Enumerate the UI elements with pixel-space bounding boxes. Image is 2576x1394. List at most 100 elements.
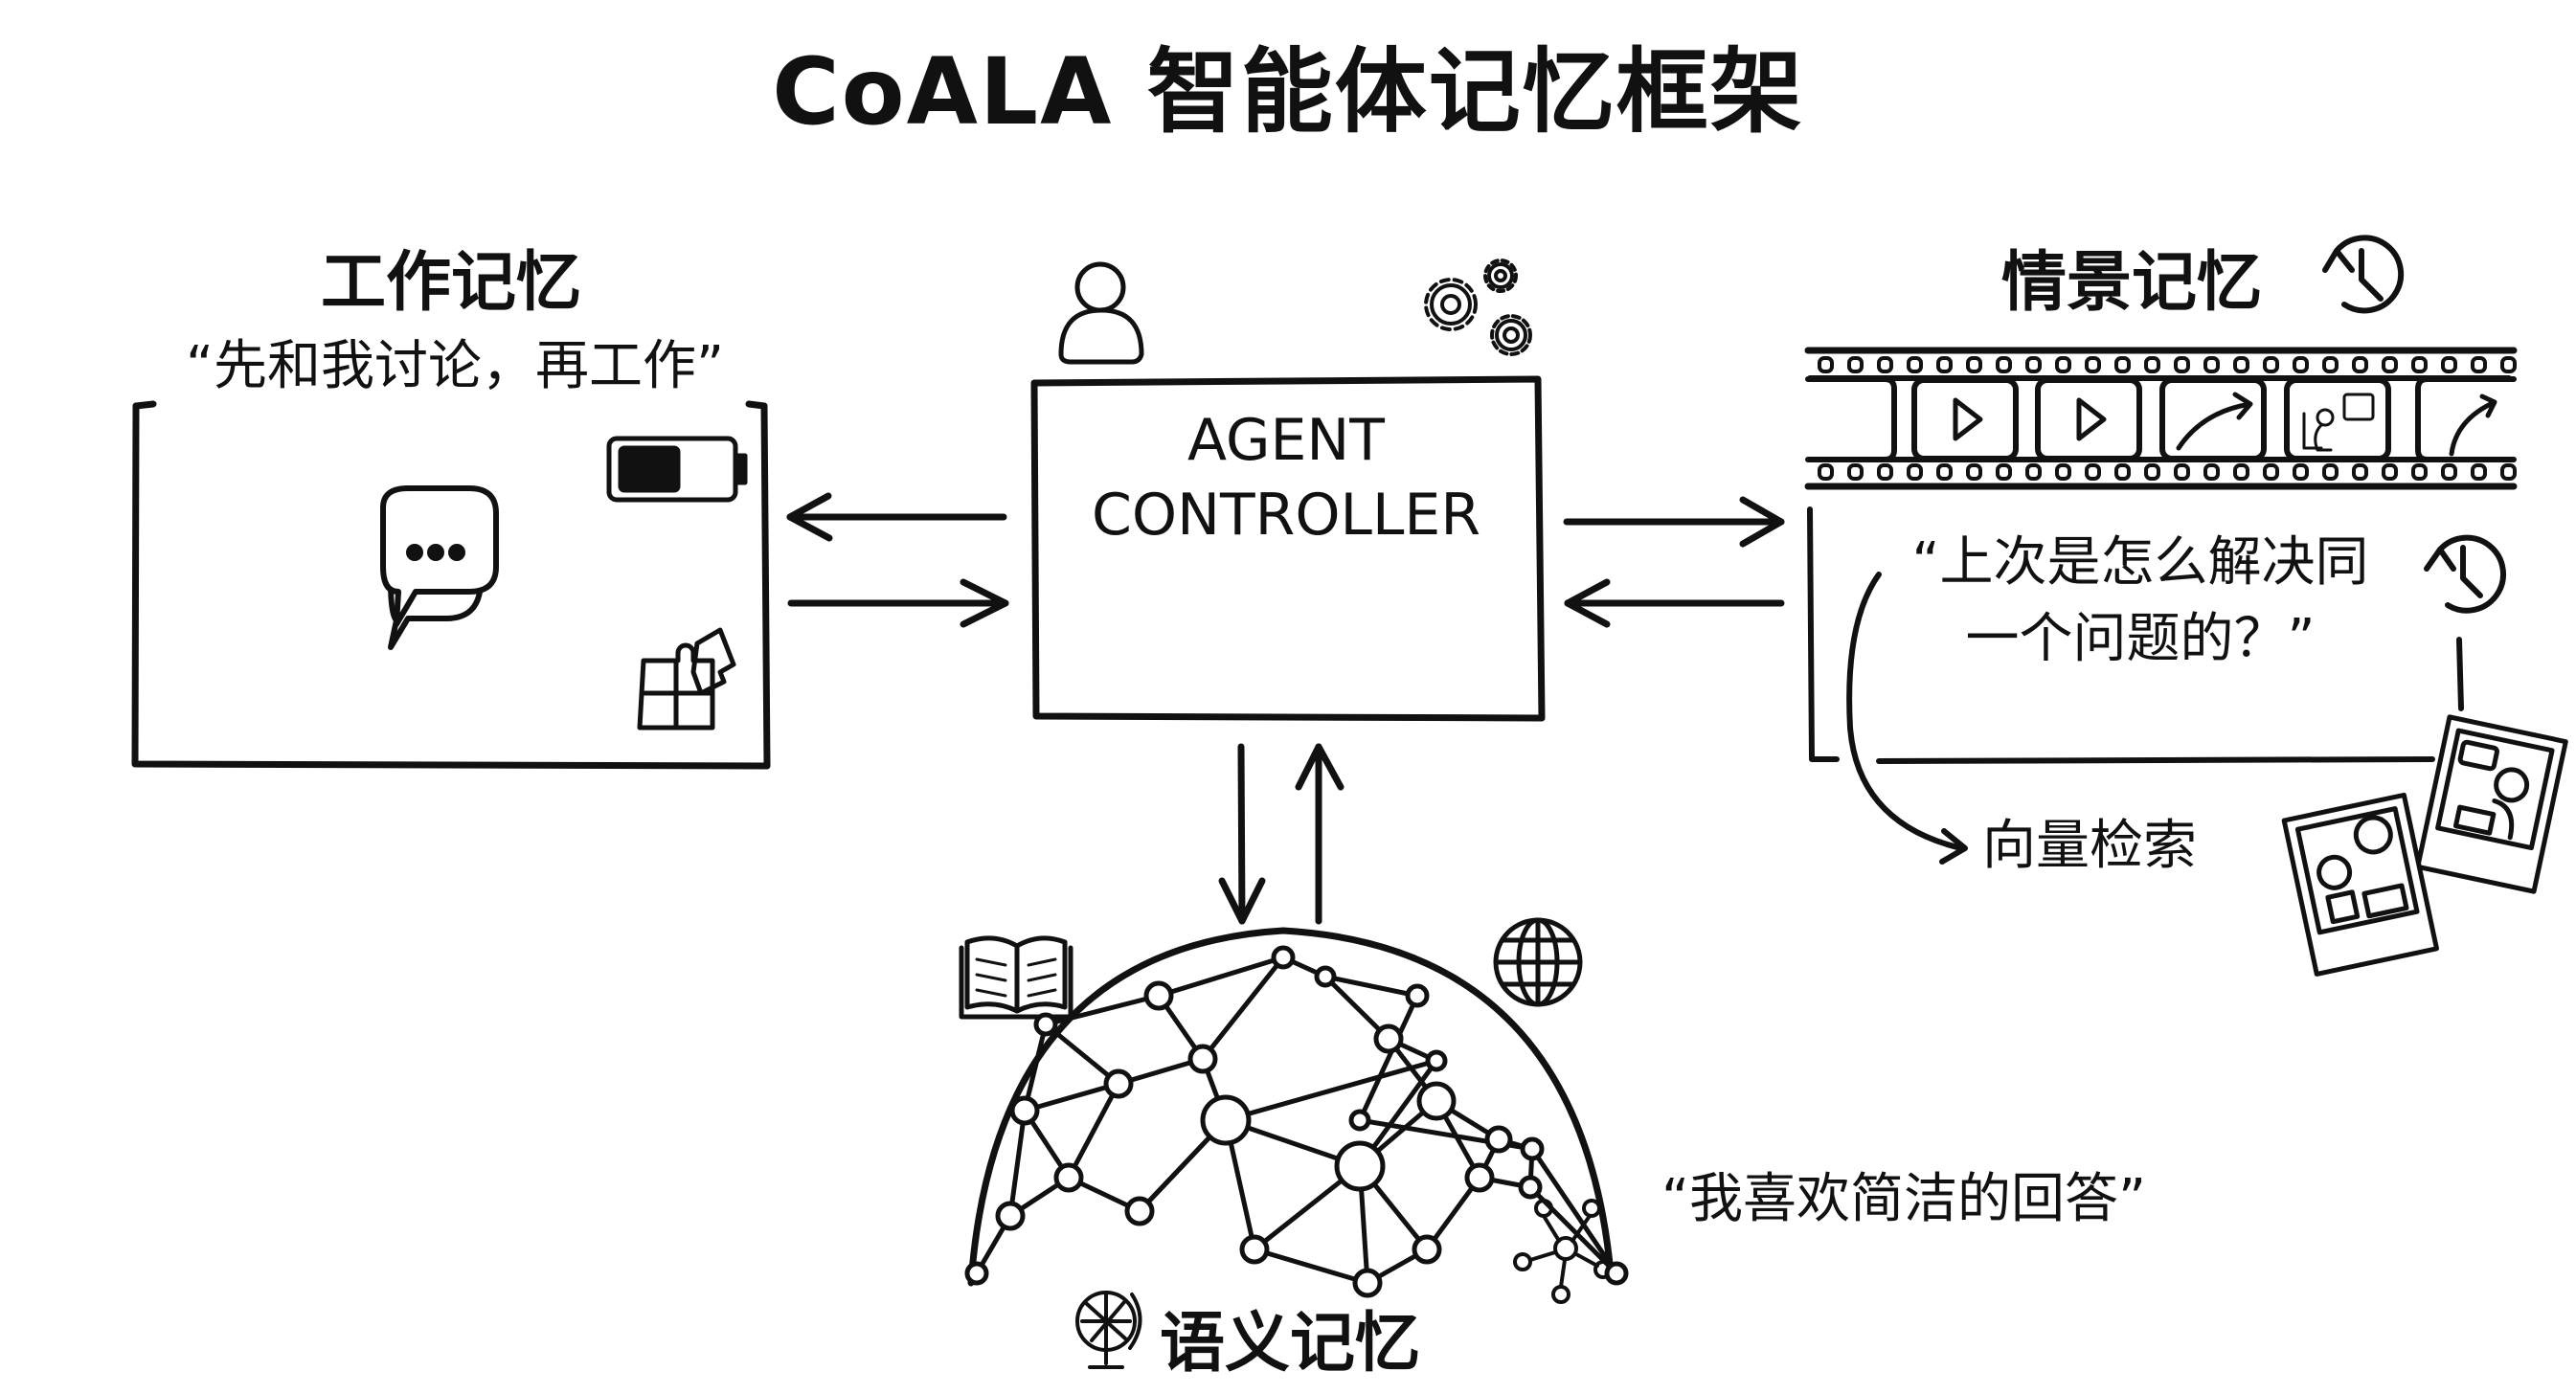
film-sprocket-hole [2085,463,2101,481]
film-sprocket-hole [2500,463,2517,481]
film-sprocket-hole [2085,356,2101,373]
film-frame-play-1 [1911,377,2019,461]
network-edge [1007,1108,1028,1219]
film-sprocket-hole [2322,463,2339,481]
book-icon [959,935,1073,1020]
network-edge [1252,1247,1370,1286]
film-sprocket-hole [2500,356,2517,373]
film-sprockets-top [1818,356,2517,373]
agent-controller-label-line2: CONTROLLER [1091,482,1481,549]
film-sprockets-bottom [1818,463,2517,481]
working-memory-quote: “先和我讨论，再工作” [185,335,725,397]
film-sprocket-hole [2352,356,2368,373]
film-sprocket-hole [1877,356,1893,373]
film-sprocket-hole [2411,463,2428,481]
network-node [1412,1234,1442,1265]
network-edge [1156,955,1286,999]
network-node [1271,945,1296,970]
episodic-memory-quote-line1: “上次是怎么解决同 [1911,531,2369,594]
film-sprocket-hole [2025,463,2042,481]
film-sprocket-hole [2441,356,2457,373]
network-edge [1424,1175,1482,1252]
network-edge [1200,955,1286,1062]
film-sprocket-hole [2174,356,2190,373]
network-node [1009,1095,1040,1126]
film-sprocket-hole [2293,463,2309,481]
episodic-memory-panel [1807,506,2464,764]
network-node [1200,1094,1252,1146]
episodic-memory-quote-line2: 一个问题的？” [1965,608,2316,670]
network-node [1518,1175,1543,1200]
network-node [964,1261,989,1286]
battery-icon [606,436,748,503]
film-sprocket-hole [1847,356,1864,373]
film-frame-person [2284,377,2391,461]
film-sprocket-hole [1818,463,1834,481]
curved-arrow-icon [2449,393,2497,457]
network-node [1416,1081,1457,1121]
film-sprocket-hole [2055,356,2071,373]
film-sprocket-hole [2233,463,2249,481]
working-memory-title: 工作记忆 [320,245,581,321]
film-sprocket-hole [1936,356,1953,373]
film-sprocket-hole [1847,463,1864,481]
play-icon [2076,397,2107,441]
gears-icon [1424,259,1532,356]
film-sprocket-hole [2174,463,2190,481]
film-sprocket-hole [1877,463,1893,481]
puzzle-icon [637,627,736,731]
agent-controller-box [1030,375,1546,722]
film-sprocket-hole [2322,356,2339,373]
film-sprocket-hole [2293,356,2309,373]
film-sprocket-hole [1966,356,1982,373]
arrow-agent-to-working-memory [786,492,1007,542]
network-node [1352,1268,1383,1298]
chat-bubbles-icon [380,485,499,650]
person-at-screen-icon [2302,393,2375,452]
vector-search-arrow [1846,572,1968,865]
network-node [1425,1049,1448,1072]
film-sprocket-hole [2441,463,2457,481]
network-edge [1043,993,1162,1027]
film-sprocket-hole [2144,356,2160,373]
network-edge [1357,993,1420,1123]
film-sprocket-hole [1907,463,1923,481]
film-frame-arrow-2 [2415,376,2517,462]
network-node [1604,1261,1629,1286]
film-sprocket-hole [2263,356,2279,373]
history-clock-icon [2424,534,2506,614]
network-node [1373,1023,1404,1054]
film-sprocket-hole [2471,356,2487,373]
film-sprocket-hole [2471,463,2487,481]
network-edge [1043,1022,1121,1087]
film-sprocket-hole [2352,463,2368,481]
network-node [1520,1136,1545,1161]
arrow-working-memory-to-agent [787,578,1009,628]
episodic-memory-title: 情景记忆 [2001,245,2263,321]
history-clock-icon [2322,235,2405,314]
network-edge [1527,1184,1619,1276]
film-sprocket-hole [2263,463,2279,481]
semantic-memory-quote: “我喜欢简洁的回答” [1661,1168,2147,1230]
network-node [1464,1162,1495,1193]
film-sprocket-hole [2025,356,2042,373]
network-edge [1066,1081,1121,1180]
film-sprocket-hole [2382,356,2398,373]
film-frame-play-2 [2035,377,2142,461]
film-sprocket-hole [2382,463,2398,481]
network-edge [1223,1058,1439,1123]
film-sprocket-hole [2055,463,2071,481]
network-node [1405,983,1430,1008]
network-node [1033,1012,1058,1037]
photo-cards-icon [2281,714,2568,977]
network-node [1187,1044,1218,1074]
network-edge [1529,1146,1619,1276]
diagram-title: CoALA 智能体记忆框架 [772,38,1804,146]
network-node [1103,1068,1134,1099]
knowledge-network-icon [964,927,1629,1298]
film-sprocket-hole [2114,356,2131,373]
network-node [1143,980,1174,1011]
network-node [1334,1140,1386,1192]
film-sprocket-hole [2203,463,2220,481]
